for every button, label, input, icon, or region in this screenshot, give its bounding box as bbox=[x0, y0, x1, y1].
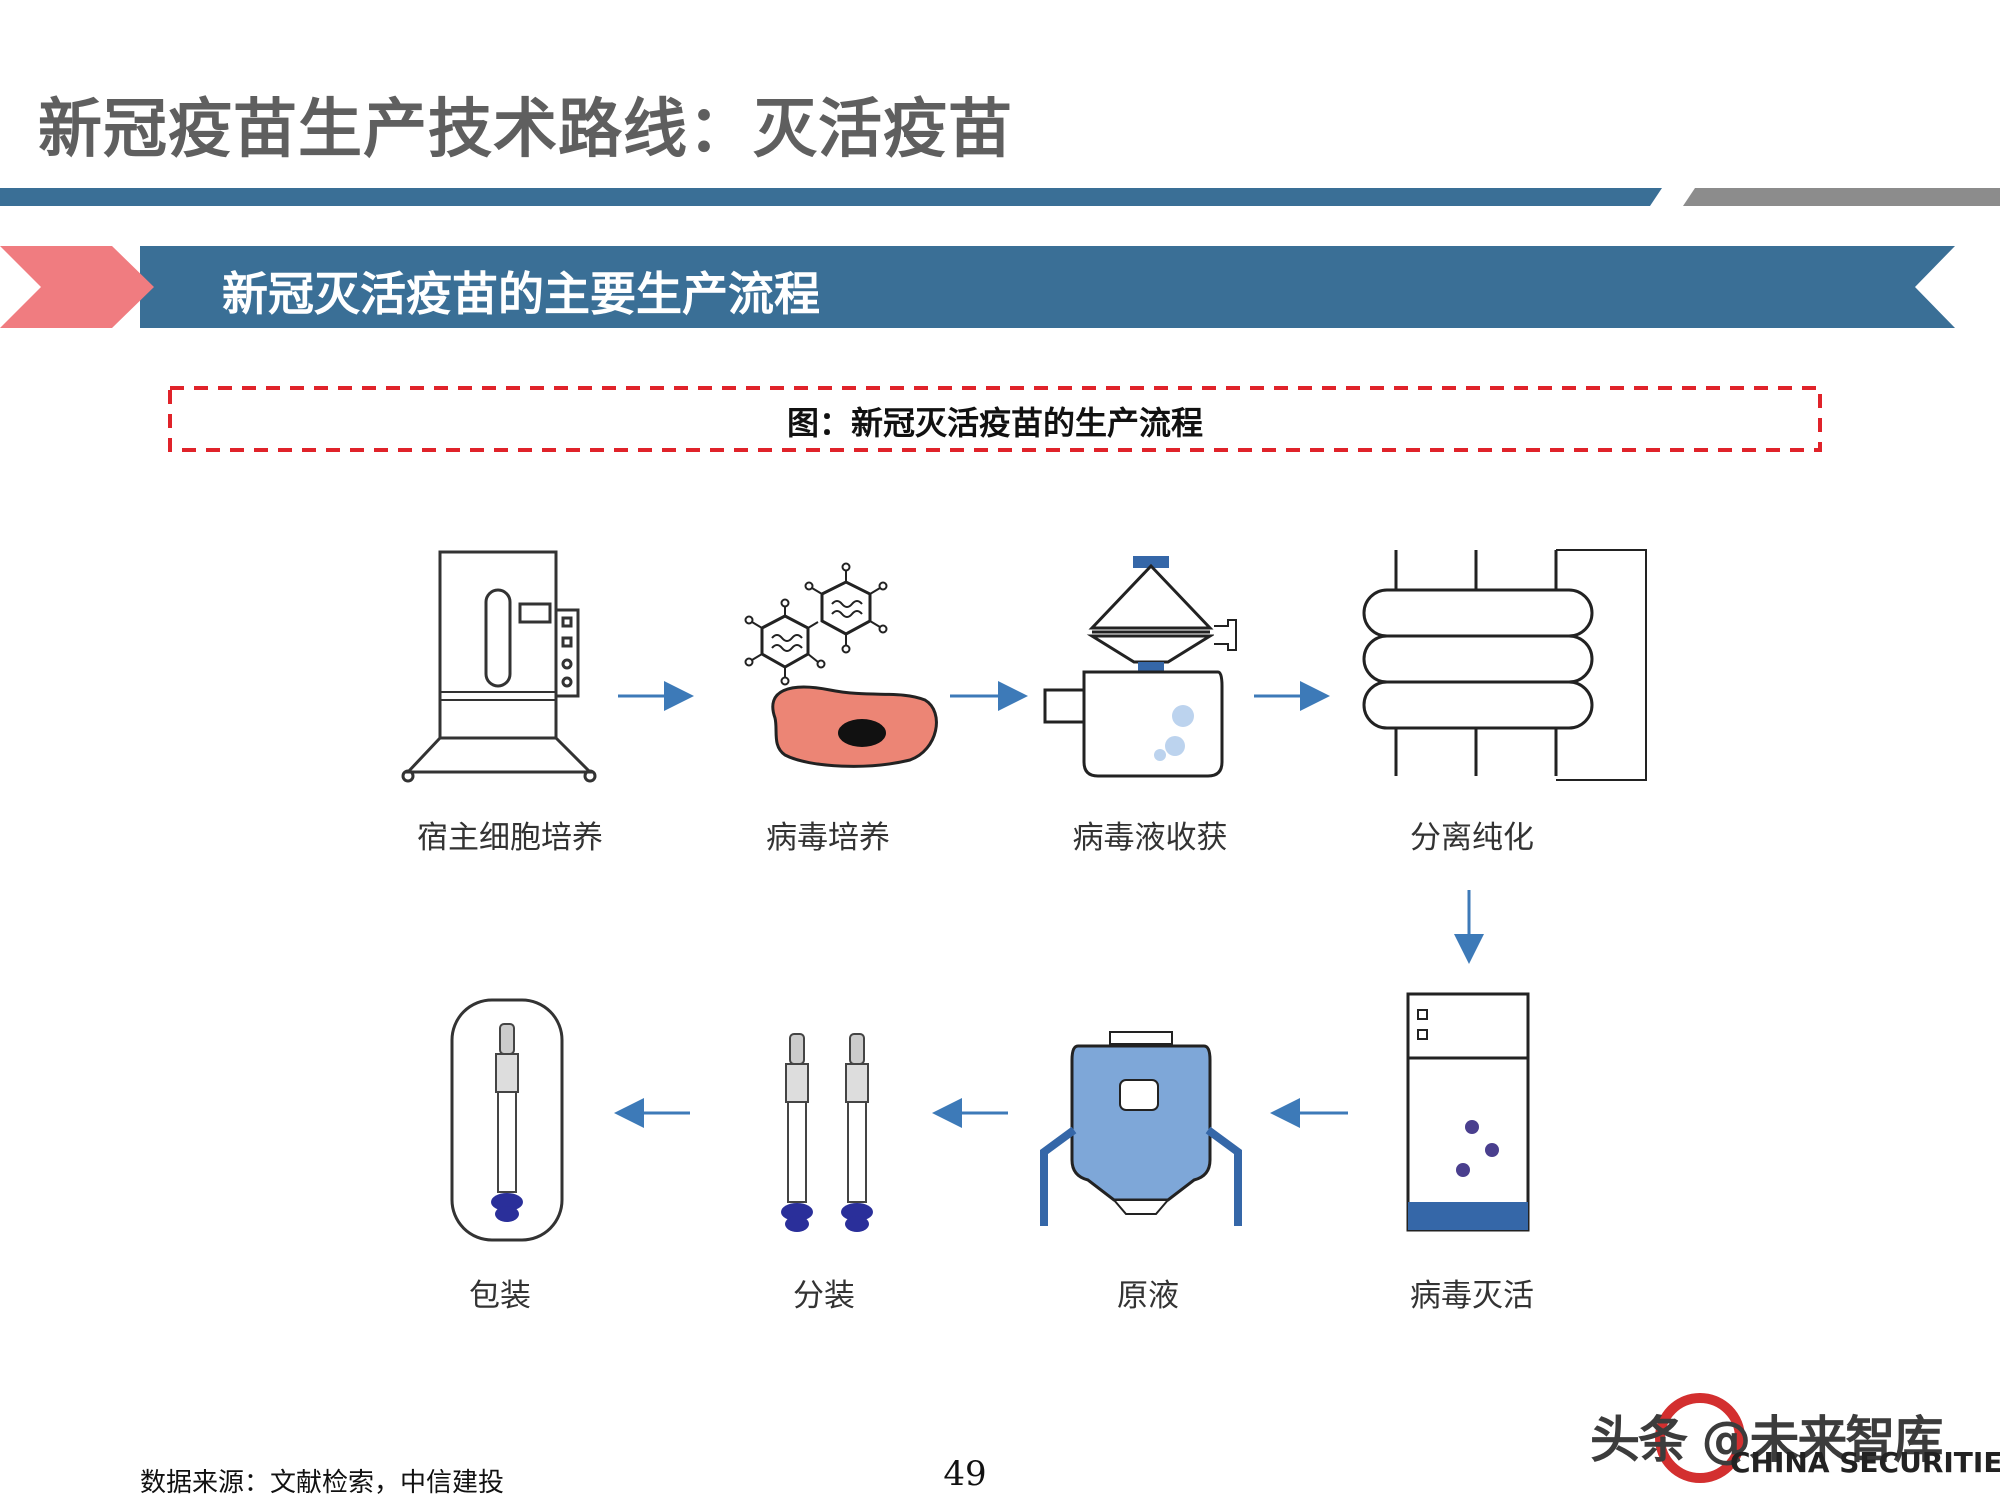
step-label-filling: 分装 bbox=[793, 1278, 855, 1314]
syringes-icon bbox=[781, 1033, 873, 1232]
step-label-packaging: 包装 bbox=[469, 1278, 531, 1314]
virus-cell-icon bbox=[744, 562, 938, 768]
bulk-tank-icon bbox=[1040, 1031, 1242, 1226]
watermark-text: 头条 @未来智库 bbox=[1590, 1411, 1943, 1469]
step-label-bulk: 原液 bbox=[1117, 1278, 1179, 1314]
figure-caption: 图：新冠灭活疫苗的生产流程 bbox=[786, 404, 1203, 442]
syringe bbox=[841, 1033, 873, 1232]
incubator-icon bbox=[401, 550, 597, 783]
section-title: 新冠灭活疫苗的主要生产流程 bbox=[222, 267, 820, 321]
step-label-virus-culture: 病毒培养 bbox=[766, 820, 890, 856]
section-banner bbox=[140, 246, 1955, 328]
syringe bbox=[781, 1033, 813, 1232]
page-title: 新冠疫苗生产技术路线：灭活疫苗 bbox=[38, 93, 1013, 167]
logo-mark bbox=[1655, 1393, 1745, 1483]
step-label-purification: 分离纯化 bbox=[1410, 820, 1534, 856]
step-label-virus-harvest: 病毒液收获 bbox=[1072, 820, 1228, 856]
caption-frame bbox=[168, 386, 1822, 452]
title-underline-bar bbox=[0, 188, 1662, 206]
title-underline-gray-bar bbox=[1683, 188, 2000, 206]
source-note: 数据来源：文献检索，中信建投 bbox=[140, 1468, 505, 1498]
harvest-tank-icon bbox=[1043, 556, 1237, 778]
watermark-subtext: CHINA SECURITIES bbox=[1730, 1446, 2000, 1479]
step-label-inactivation: 病毒灭活 bbox=[1410, 1278, 1534, 1314]
purification-column-icon bbox=[1362, 549, 1647, 781]
section-banner-accent bbox=[0, 246, 154, 328]
step-label-host-cell-culture: 宿主细胞培养 bbox=[417, 820, 603, 856]
inactivation-cabinet-icon bbox=[1406, 992, 1530, 1232]
packaged-syringe-icon bbox=[450, 998, 564, 1242]
page-number: 49 bbox=[943, 1454, 987, 1494]
